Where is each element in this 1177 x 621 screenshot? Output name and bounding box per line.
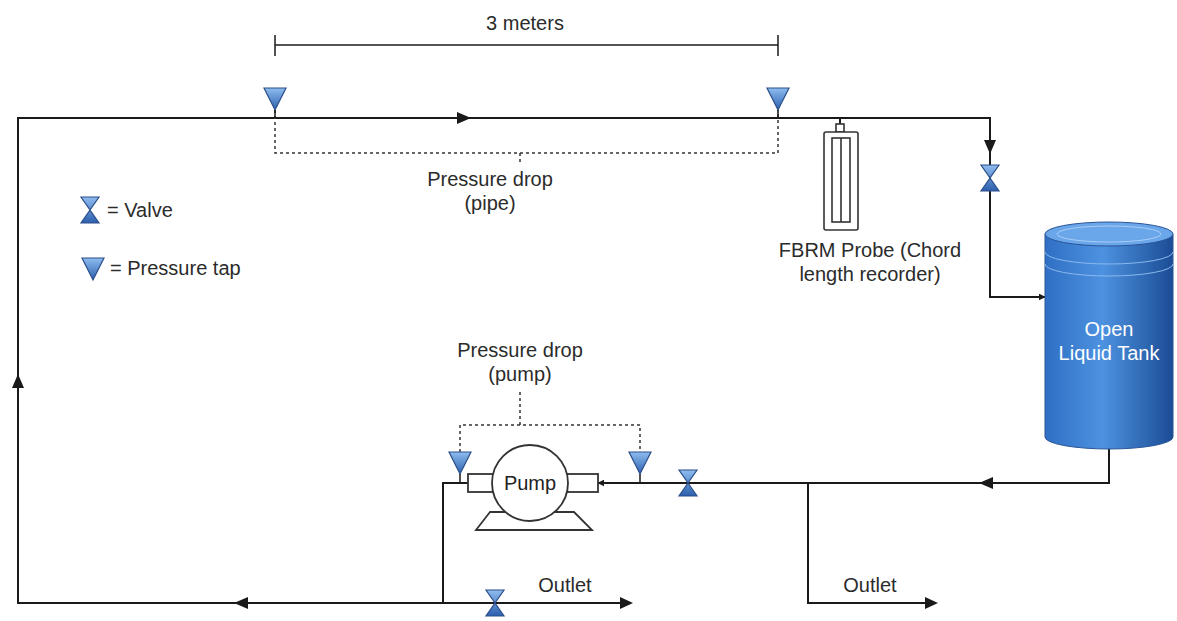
pressure-tap-symbol (449, 452, 471, 474)
pipe-connector (18, 118, 1045, 603)
outlet-pipe (443, 118, 925, 603)
pressure-drop-line (275, 110, 778, 452)
pressure-tap-symbol (767, 88, 789, 110)
outlet-pipe (443, 602, 620, 604)
valve-symbol (81, 165, 999, 616)
pressure-drop-label: Pressure drop (pipe) (415, 167, 565, 215)
pressure-drop-label: Pressure drop (pump) (445, 338, 595, 386)
tank-cylinder (1045, 222, 1173, 449)
flow-arrow (925, 597, 938, 609)
legend-entry: = Pressure tap (110, 256, 241, 280)
dimension-line (275, 44, 778, 46)
pressure-drop-line (460, 425, 640, 452)
pressure-tap-symbol (629, 452, 651, 474)
dimension-label: 3 meters (455, 11, 595, 35)
node-text: Pump (504, 471, 556, 495)
fbrm-probe (824, 124, 858, 230)
legend-text: = Pressure tap (110, 257, 241, 279)
tap-stem (275, 110, 778, 483)
dimension-line (777, 35, 779, 56)
flow-arrow (12, 112, 996, 609)
legend-entry: = Valve (107, 198, 173, 222)
pressure-drop-line (275, 110, 778, 153)
fbrm-probe (836, 124, 844, 132)
pump-node: Pump (468, 440, 598, 526)
tap-stem (274, 110, 276, 118)
dimension-line (275, 35, 778, 56)
probe-label-node: FBRM Probe (Chord length recorder) (752, 234, 988, 290)
pressure-tap-symbol (264, 88, 286, 110)
pressure-tap-symbol (82, 88, 789, 474)
pump-symbol (492, 445, 568, 521)
pump-symbol (468, 445, 598, 530)
tank-cylinder (1057, 226, 1161, 242)
pressure-drop-line (519, 392, 521, 425)
flow-arrow (234, 597, 248, 609)
tank-cylinder (1045, 234, 1173, 449)
tank-cylinder (1045, 264, 1173, 276)
tap-stem (639, 474, 641, 483)
node-text: FBRM Probe (Chord length recorder) (752, 238, 988, 286)
valve-symbol (679, 470, 697, 496)
pressure-drop-line (519, 153, 521, 162)
valve-symbol (981, 165, 999, 191)
fbrm-probe (832, 138, 850, 222)
tap-stem (459, 474, 461, 483)
outlet-pipe (808, 483, 925, 603)
legend-text: = Valve (107, 199, 173, 221)
flow-arrow (12, 374, 24, 388)
dimension-line (274, 35, 276, 56)
node-text: Open Liquid Tank (1057, 317, 1161, 365)
flow-arrow (984, 140, 996, 154)
pipe-connector (598, 437, 1109, 483)
pressure-tap-symbol (82, 258, 104, 280)
outlet-label: Outlet (825, 573, 915, 597)
flow-arrow (979, 477, 993, 489)
flow-arrow (457, 112, 471, 124)
valve-symbol (81, 197, 99, 223)
tank-cylinder (1045, 222, 1173, 246)
flow-arrow (620, 597, 633, 609)
fbrm-probe (824, 132, 858, 230)
tap-stem (777, 110, 779, 118)
outlet-label: Outlet (520, 573, 610, 597)
fbrm-probe (840, 138, 842, 222)
valve-symbol (486, 590, 504, 616)
tank-cylinder (1045, 252, 1173, 264)
tank-node: Open Liquid Tank (1045, 222, 1173, 449)
